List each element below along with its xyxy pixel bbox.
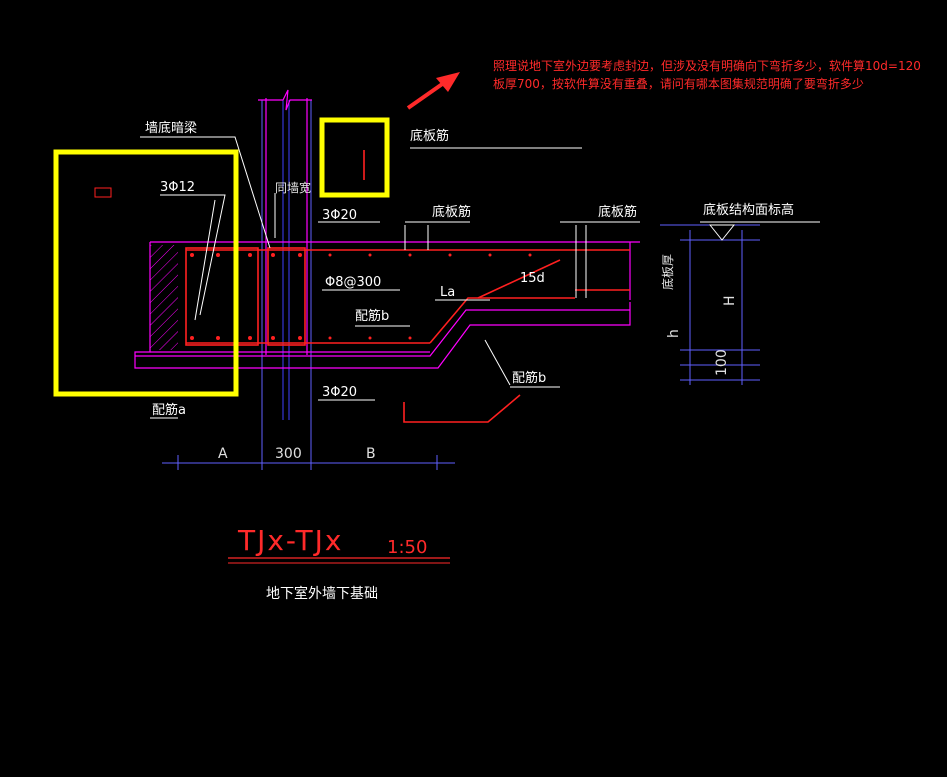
label-rebar-a: 配筋a [152,402,186,418]
title-code: TJx-TJx [237,524,343,557]
label-rebar-b-2: 配筋b [512,370,546,386]
dim-B: B [366,446,376,462]
label-bottom-rebar-1: 底板筋 [410,128,449,144]
annotation-note-line-1: 照理说地下室外边要考虑封边，但涉及没有明确向下弯折多少，软件算10d=120 [493,59,921,73]
leader-lines [140,136,820,419]
label-wall-bottom-beam: 墙底暗梁 [145,120,197,136]
label-H: H [722,295,738,306]
annotation-note-line-2: 板厚700，按软件算没有重叠，请问有哪本图集规范明确了要弯折多少 [493,77,864,91]
elevation-symbol [708,224,736,241]
label-bottom-rebar-2: 底板筋 [432,204,471,220]
rebar-lines [185,150,630,423]
dim-300: 300 [275,446,302,462]
highlight-box-top [319,117,390,198]
label-wall-width: 同墙宽 [275,180,311,195]
annotation-arrow-icon [406,72,460,110]
annotation-note: 照理说地下室外边要考虑封边，但涉及没有明确向下弯折多少，软件算10d=120 板… [493,57,933,93]
label-stirrup: Φ8@300 [325,275,381,290]
label-anchor-la: La [440,285,455,300]
highlight-box-left [53,149,239,397]
label-100: 100 [714,349,730,376]
label-15d: 15d [520,271,545,286]
label-h: h [666,329,682,338]
rebar-dots [190,253,532,340]
label-slab-top-elevation: 底板结构面标高 [703,202,794,218]
dim-A: A [218,446,228,462]
label-rebar-b: 配筋b [355,308,389,324]
soil-hatch [150,245,178,350]
small-red-marker [94,187,112,198]
dimension-line [162,455,455,470]
title-scale: 1:50 [387,537,427,558]
label-3phi20-bottom: 3Φ20 [322,385,357,400]
label-bottom-rebar-3: 底板筋 [598,204,637,220]
wall-outline [258,89,312,355]
label-slab-thickness: 底板厚 [660,254,675,290]
slab-outline [134,241,640,369]
label-3phi12: 3Φ12 [160,180,195,195]
label-3phi20-top: 3Φ20 [322,208,357,223]
title-subtitle: 地下室外墙下基础 [266,585,378,602]
